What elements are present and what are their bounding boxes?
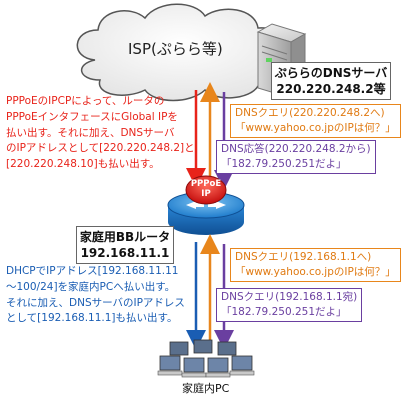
dns-response-lower-answer: 「182.79.250.251だよ」	[221, 306, 347, 319]
pppoe-note-line: PPPoEのIPCPによって、ルータの	[6, 95, 165, 107]
pppoe-note-line: PPPoEインタフェースにGlobal IPを	[6, 110, 178, 123]
home-pcs-icon	[157, 339, 255, 378]
pppoe-badge-text: PPPoE IP	[186, 179, 226, 200]
router-name: 家庭用BBルータ	[79, 230, 171, 244]
dns-server-ip: 220.220.248.2等	[276, 82, 386, 97]
pppoe-note-line: のIPアドレスとして[220.220.248.2]と	[6, 142, 195, 155]
dhcp-note-line: それに加え、DNSサーバのIPアドレス	[6, 296, 185, 309]
dns-query-upper-question: 「www.yahoo.co.jpのIPは何？」	[235, 122, 396, 135]
dns-response-upper: DNS応答(220.220.248.2から) 「182.79.250.251だよ…	[216, 140, 376, 175]
pppoe-badge-label: PPPoE	[190, 179, 222, 189]
dns-response-upper-title: DNS応答(220.220.248.2から)	[221, 143, 371, 155]
dns-response-lower-title: DNSクエリ(192.168.1.1宛)	[221, 291, 358, 303]
dns-response-lower: DNSクエリ(192.168.1.1宛) 「182.79.250.251だよ」	[216, 288, 363, 323]
pppoe-badge	[185, 175, 227, 205]
dns-query-lower-title: DNSクエリ(192.168.1.1へ)	[235, 251, 372, 263]
dns-response-upper-answer: 「182.79.250.251だよ」	[221, 158, 347, 171]
router-ip: 192.168.11.1	[80, 246, 170, 261]
router-label: 家庭用BBルータ 192.168.11.1	[76, 226, 174, 265]
dhcp-note-line: として[192.168.11.1]も払い出す。	[6, 312, 178, 325]
dns-server-label: ぷららのDNSサーバ 220.220.248.2等	[271, 62, 391, 101]
dns-server-name: ぷららのDNSサーバ	[274, 66, 388, 80]
pppoe-note: PPPoEのIPCPによって、ルータの PPPoEインタフェースにGlobal …	[6, 94, 195, 173]
dns-query-lower-question: 「www.yahoo.co.jpのIPは何？」	[235, 266, 396, 279]
pppoe-badge-ip: IP	[201, 188, 211, 199]
dns-query-lower: DNSクエリ(192.168.1.1へ) 「www.yahoo.co.jpのIP…	[230, 248, 401, 283]
pppoe-note-line: 払い出す。それに加え、DNSサーバ	[6, 126, 175, 139]
dhcp-note-line: DHCPでIPアドレス[192.168.11.11	[6, 265, 179, 277]
dhcp-note: DHCPでIPアドレス[192.168.11.11 ～100/24]を家庭内PC…	[6, 264, 185, 327]
dns-query-upper-title: DNSクエリ(220.220.248.2へ)	[235, 107, 385, 119]
dns-query-upper: DNSクエリ(220.220.248.2へ) 「www.yahoo.co.jpの…	[230, 104, 401, 139]
dhcp-note-line: ～100/24]を家庭内PCへ払い出す。	[6, 280, 176, 293]
router-icon	[167, 191, 245, 235]
home-pc-label: 家庭内PC	[182, 382, 230, 395]
isp-label: ISP(ぷらら等)	[128, 40, 223, 58]
pppoe-note-line: [220.220.248.10]も払い出す。	[6, 158, 160, 170]
